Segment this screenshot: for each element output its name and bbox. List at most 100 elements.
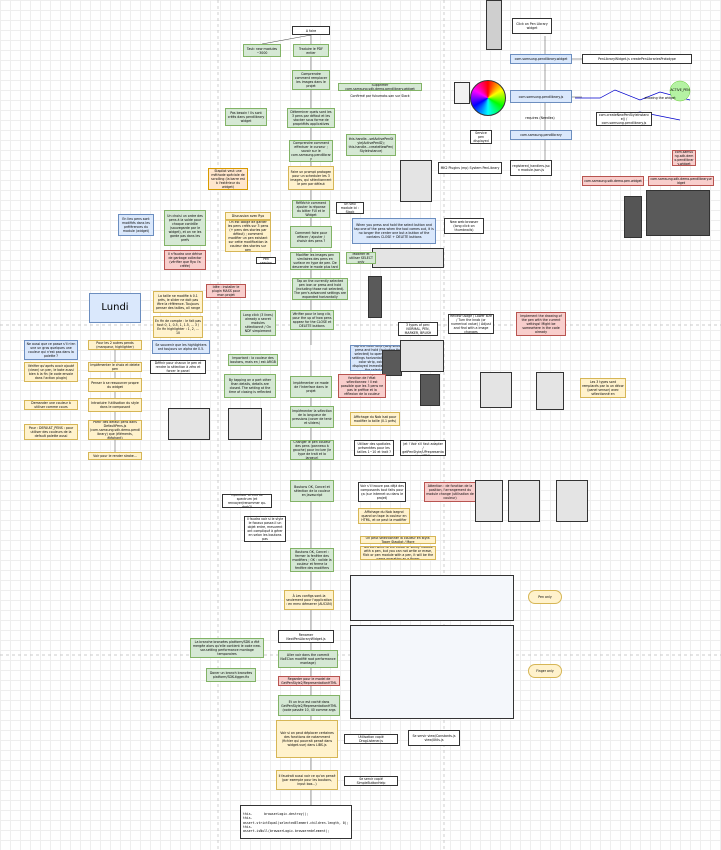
un-seul-node: Un seul module ici : Stack bbox=[336, 202, 364, 214]
se-servir2-node: Se servir copié SimpleButtonHelp bbox=[344, 776, 398, 786]
screenshot-pen-tools-1 bbox=[368, 276, 382, 318]
code-line: assert.strictEqual(selectedElement.child… bbox=[243, 820, 349, 825]
affichage-champ-node: Affichage du Nob lsat pour modifier la t… bbox=[350, 412, 400, 426]
pour-2pens-node: Pour les 2 autres pends (marqueur, highl… bbox=[88, 340, 142, 350]
screenshot-pen-settings-2 bbox=[480, 372, 512, 408]
screenshot-pen-types bbox=[400, 340, 444, 372]
stapilot-node: Stapilot veut une méthode spéciale de sc… bbox=[208, 168, 248, 190]
screenshot-pen-settings-3 bbox=[536, 372, 564, 410]
attention-pen-node: Attention : de fonction de la position, … bbox=[424, 482, 476, 502]
changer-pen-node: Changer le pen couleur des pens (panneau… bbox=[290, 440, 334, 460]
registered-node: registered_handlers.json module.json.js bbox=[510, 160, 552, 176]
screenshot-sample-set-2 bbox=[508, 480, 540, 522]
verifier-app-node: Vérifier qu'après avoir ajouté (clean) u… bbox=[24, 362, 78, 382]
screenshot-pen-tools-2 bbox=[382, 350, 402, 376]
tap-currently-node: Tap on the currently selected pen icon o… bbox=[292, 278, 348, 300]
code-snippet: this. browserLogic.destroy(); this.assert… bbox=[240, 805, 352, 839]
discussion-node: Discussion avec Ryo bbox=[225, 212, 271, 220]
screenshot-sample-set-1 bbox=[475, 480, 503, 522]
pen-widget-file-node: PenLibraryWidget.js createPenLibrariesPr… bbox=[582, 54, 692, 64]
pen-demo-bk-node: com.samsung.sdk.demo.pendlibrary.widget bbox=[672, 150, 696, 166]
by-tapping-node: By tapping on a part other than details,… bbox=[224, 374, 276, 398]
finger-only-node: Finger only bbox=[528, 664, 562, 678]
se-souvenir-node: Se souvenir que les highlighters ont tou… bbox=[152, 340, 210, 354]
verifier-long-node: Vérifier pour le long clic, pour the up … bbox=[290, 310, 334, 330]
il-faudra-node: Il n'faudra une dérive de garbage collec… bbox=[164, 250, 206, 270]
aller-voir-node: Aller voir dans the commit NoEClon modif… bbox=[278, 650, 338, 668]
screenshot-pen-settings-1 bbox=[420, 374, 440, 406]
pen-lib-view-node: com.samsung.pendlibrary bbox=[510, 130, 572, 140]
les-3-types-node: Les 3 types sont remplacés par la un déc… bbox=[580, 378, 626, 398]
createnew-node: com.createNewPenStyleInstance() / com.sa… bbox=[596, 112, 652, 126]
faudrait-aussi-node: Il faudrait aussi voir ce qu'on pensé (p… bbox=[276, 770, 338, 790]
code-line: this. bbox=[243, 824, 253, 829]
affichage-nob-node: Affichage du Nob lsegnd quand on tape la… bbox=[358, 508, 410, 524]
lundi-node: Lundi bbox=[89, 293, 141, 323]
screenshot-thumbnails bbox=[372, 248, 444, 268]
confirmer-black-node: Confirmé par fukumoto-san sur Slack bbox=[350, 93, 410, 98]
utilisation-copie-node: Utilisation copié DragListener.js bbox=[344, 734, 398, 744]
task-new-modules-node: Task: new modules ~3000 bbox=[243, 44, 281, 57]
pen-demo-widget-node: com.samsung.sdk.demo.pen.widget bbox=[582, 176, 644, 186]
boutons-ok2-node: Boutons OK, Cancel : fermer la fenêtre d… bbox=[290, 548, 334, 572]
on-oblige-node: On est obligé de garder les pens créés s… bbox=[225, 220, 271, 252]
pen-demo-right-node: com.samsung.sdk.demo.pendlibrary.widget bbox=[648, 176, 714, 186]
implement-drawing-node: Implement the drawing of the pen with th… bbox=[516, 312, 566, 336]
pen-widget1-node: com.samsung.pendlibrary.widget bbox=[510, 54, 572, 64]
a-faire-node: A faire bbox=[292, 26, 330, 35]
attention-changement-node: Attention ! Il changer et fonction de l'… bbox=[338, 374, 386, 398]
requires-node: requires (Needles) bbox=[525, 116, 555, 120]
un-choisi-node: Un choisi un ordre des pens à la solde p… bbox=[164, 210, 206, 246]
screenshot-color-palette-1 bbox=[168, 408, 210, 440]
introduire-node: Introduire l'utilisation du style dans l… bbox=[88, 398, 142, 412]
color-wheel-image bbox=[470, 80, 506, 116]
mk2-plugins-node: MK2 Plugins (mp) System PenLibrary bbox=[438, 162, 502, 174]
boutons-ok-node: Boutons OK, Cancel et sélection de la co… bbox=[290, 480, 334, 502]
utiliser-les-node: Utiliser des spatiales présentées pour l… bbox=[354, 440, 394, 456]
gesture-finger-strip bbox=[350, 625, 514, 719]
modifier-images-node: Modifier les images pen similaires des p… bbox=[290, 252, 340, 270]
active-pen-node: ACTIVE_PEN bbox=[670, 88, 690, 92]
screenshot-color-palette-2 bbox=[228, 408, 262, 440]
screenshot-pen-tools-right bbox=[624, 196, 642, 238]
gesture-pen-strip bbox=[350, 575, 514, 621]
optimiser-css-node: Optimiser la CSS de spectrum (et renvoye… bbox=[222, 494, 272, 508]
you-can-write-node: You can write to the editor or sticky mo… bbox=[360, 546, 436, 560]
supprimer-black-node: Supprimer com.samsung.sdk.demo.pendlibra… bbox=[338, 83, 422, 91]
screenshot-toolbar-tall bbox=[486, 0, 502, 50]
pas-besoin-node: Pas besoin ! Ils sont créés dans pendlib… bbox=[225, 108, 267, 126]
code-line: this. browserLogic.destroy(); bbox=[243, 812, 309, 817]
la-branche-node: La branche bronzées platform/SDK a été m… bbox=[190, 638, 264, 658]
en-fin-node: En fin de compte : le fait pas tout 0, 1… bbox=[153, 316, 203, 338]
trois-types-node: 3 types of pen: NORMAL, PEN, MARKER, BRU… bbox=[398, 322, 438, 336]
renamer-node: Renamer NextPenLibraryWidget.js bbox=[278, 630, 334, 643]
ne-aussi-node: Ne aussi que ce passe s'il n'en une un g… bbox=[24, 340, 78, 360]
service-pen-node: Service pen displayed bbox=[470, 130, 492, 144]
doner-branch-node: Doner un branch bronzées platform/SDK-ti… bbox=[206, 668, 256, 682]
traduire-pdf-node: Traduire le PDF entier bbox=[293, 44, 329, 57]
demander-couleur-node: Demander une couleur à utiliser comme co… bbox=[24, 400, 78, 410]
voir-sil-peut-node: Voir si on peut déplacer certaines des f… bbox=[276, 720, 338, 758]
determiner-quels-node: Déterminer quels sont les 3 pens par déf… bbox=[287, 108, 335, 128]
en-lieu-node: En lieu pens sont modifiés dans les préf… bbox=[118, 214, 154, 236]
fichier-couleur-node: this.handle...setActivePenStyle(ActivePe… bbox=[346, 134, 396, 156]
long-click-node: Long click (3 lines) already a secret mo… bbox=[240, 310, 276, 336]
pen-only-node: Pen only bbox=[528, 590, 562, 604]
on-peut-node: On peut sélectionner la couleur en style… bbox=[360, 536, 436, 544]
when-press-node: When you press and hold the select butto… bbox=[352, 218, 436, 244]
screenshot-pen-panel-dark bbox=[646, 190, 710, 236]
faudra-voir-node: Il faudra voir si le style le focaux pas… bbox=[244, 516, 286, 542]
modifier-sel-node: Modifier et utiliser SELECT only bbox=[346, 252, 376, 264]
comment-faire-node: Comment faire pour effacer / ajouter / c… bbox=[290, 226, 332, 248]
implementer-mode-node: Implémenter ce mode de l'Interface dans … bbox=[290, 376, 332, 398]
funnel-image bbox=[454, 82, 470, 104]
de-a-dept-node: De a dépt du code pour (et ! Voir s'il f… bbox=[400, 440, 446, 456]
screenshot-pen-widget bbox=[400, 160, 432, 202]
new-web-node: New web browser (long click on thumbnail… bbox=[444, 218, 484, 234]
partir-des-node: Partir des défaut pens dans DefaultPens.… bbox=[88, 420, 142, 440]
allowing-node: allowing the widget bbox=[644, 96, 676, 100]
implementer-selection-node: Implémenter la sélection de la longueur … bbox=[290, 406, 334, 428]
code-line: assert.isNull(browserLogic.browseredelem… bbox=[243, 829, 330, 834]
les-configs-node: À Les configs sont-la seulement pour l'a… bbox=[284, 590, 334, 610]
reflechir-node: Réfléchir comment ajouter la réponse du … bbox=[292, 200, 330, 218]
